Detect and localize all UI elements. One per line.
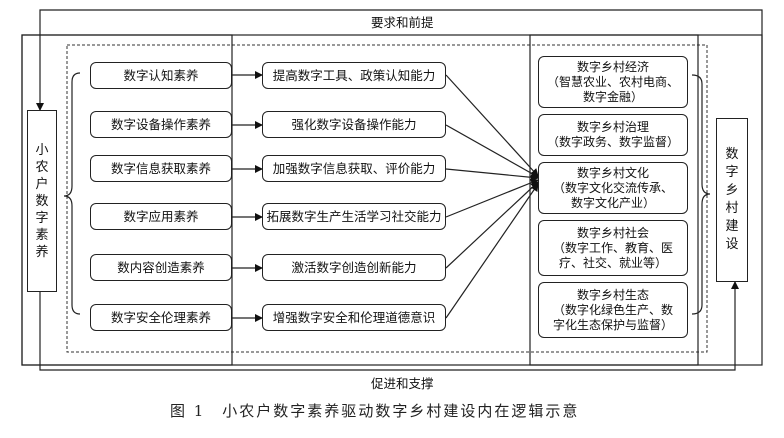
ability-box-4: 拓展数字生产生活学习社交能力 — [262, 203, 446, 230]
top-loop — [36, 9, 763, 150]
outcome-box-governance: 数字乡村治理 （数字政务、数字监督） — [538, 114, 688, 156]
figure-caption: 图 1 小农户数字素养驱动数字乡村建设内在逻辑示意 — [170, 402, 580, 420]
outcome-box-society: 数字乡村社会 （数字工作、教育、医 疗、社交、就业等） — [538, 220, 688, 276]
literacy-box-2: 数字设备操作素养 — [90, 111, 232, 138]
left-brace — [63, 72, 81, 315]
bottom-loop — [39, 281, 739, 371]
literacy-box-1: 数字认知素养 — [90, 62, 232, 89]
digital-village-construction-block: 数 字 乡 村 建 设 — [716, 118, 748, 282]
literacy-box-4: 数字应用素养 — [90, 203, 232, 230]
right-brace — [691, 74, 711, 315]
outcome-box-ecology: 数字乡村生态 （数字化绿色生产、数 字化生态保护与监督） — [538, 282, 688, 338]
ability-box-6: 增强数字安全和伦理道德意识 — [262, 304, 446, 331]
outcome-box-economy: 数字乡村经济 （智慧农业、农村电商、 数字金融） — [538, 56, 688, 108]
left-block-frame — [21, 34, 233, 366]
literacy-box-3: 数字信息获取素养 — [90, 155, 232, 182]
top-loop-label: 要求和前提 — [371, 15, 434, 30]
bottom-loop-label: 促进和支撑 — [371, 376, 434, 391]
ability-box-5: 激活数字创造创新能力 — [262, 254, 446, 281]
ability-box-2: 强化数字设备操作能力 — [262, 111, 446, 138]
outcome-box-culture: 数字乡村文化 （数字文化交流传承、 数字文化产业） — [538, 162, 688, 214]
ability-box-1: 提高数字工具、政策认知能力 — [262, 62, 446, 89]
smallholder-digital-literacy-block: 小 农 户 数 字 素 养 — [27, 110, 57, 292]
inner-dashed-frame — [66, 44, 708, 353]
literacy-box-6: 数字安全伦理素养 — [90, 304, 232, 331]
ability-box-3: 加强数字信息获取、评价能力 — [262, 155, 446, 182]
right-block-frame — [529, 34, 699, 366]
literacy-box-5: 数内容创造素养 — [90, 254, 232, 281]
